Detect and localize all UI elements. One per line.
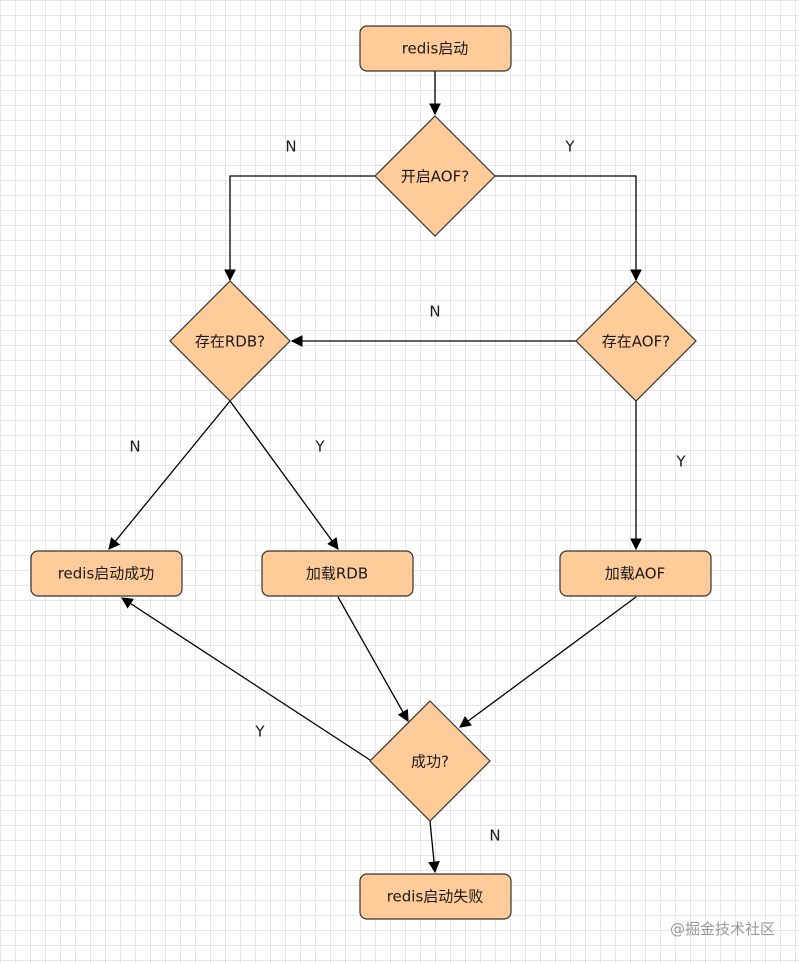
aof-enabled-decision — [374, 115, 496, 237]
success-decision — [369, 700, 491, 822]
load-aof-label: 加载AOF — [605, 565, 665, 583]
label-aof-exists-yes: Y — [675, 453, 686, 471]
load-rdb-node — [261, 550, 414, 597]
rdb-exists-label: 存在RDB? — [195, 333, 265, 351]
label-aof-yes: Y — [564, 138, 575, 156]
edge-load-rdb-to-check — [337, 596, 409, 723]
label-aof-exists-no: N — [429, 303, 440, 321]
label-success-no: N — [489, 827, 500, 845]
rdb-exists-decision — [169, 280, 291, 402]
edges — [108, 71, 642, 874]
load-rdb-label: 加载RDB — [306, 565, 368, 583]
label-rdb-no: N — [129, 438, 140, 456]
edge-aof-enabled-yes — [495, 175, 642, 282]
label-rdb-yes: Y — [314, 438, 325, 456]
label-aof-no: N — [285, 138, 296, 156]
start-failed-label: redis启动失败 — [387, 888, 484, 906]
edge-success-no — [428, 820, 440, 874]
start-label: redis启动 — [402, 40, 469, 58]
edge-success-yes — [121, 597, 371, 761]
start-success-label: redis启动成功 — [58, 565, 155, 583]
node-labels: redis启动 开启AOF? 存在RDB? 存在AOF? redis启动成功 加… — [58, 40, 670, 906]
start-node — [359, 25, 512, 72]
edge-rdb-no — [108, 400, 231, 550]
aof-enabled-label: 开启AOF? — [401, 168, 469, 186]
start-failed-node — [359, 873, 512, 920]
success-check-label: 成功? — [411, 753, 449, 771]
load-aof-node — [559, 550, 712, 597]
edge-labels: N Y N N Y Y Y N — [129, 138, 686, 845]
aof-exists-label: 存在AOF? — [602, 333, 670, 351]
start-success-node — [30, 550, 183, 597]
edge-aof-enabled-no — [224, 175, 375, 282]
aof-exists-decision — [575, 280, 697, 402]
watermark: @掘金技术社区 — [669, 920, 775, 938]
nodes — [30, 25, 712, 920]
label-success-yes: Y — [254, 723, 265, 741]
edge-load-aof-to-check — [459, 596, 637, 728]
edge-rdb-yes — [229, 400, 339, 550]
